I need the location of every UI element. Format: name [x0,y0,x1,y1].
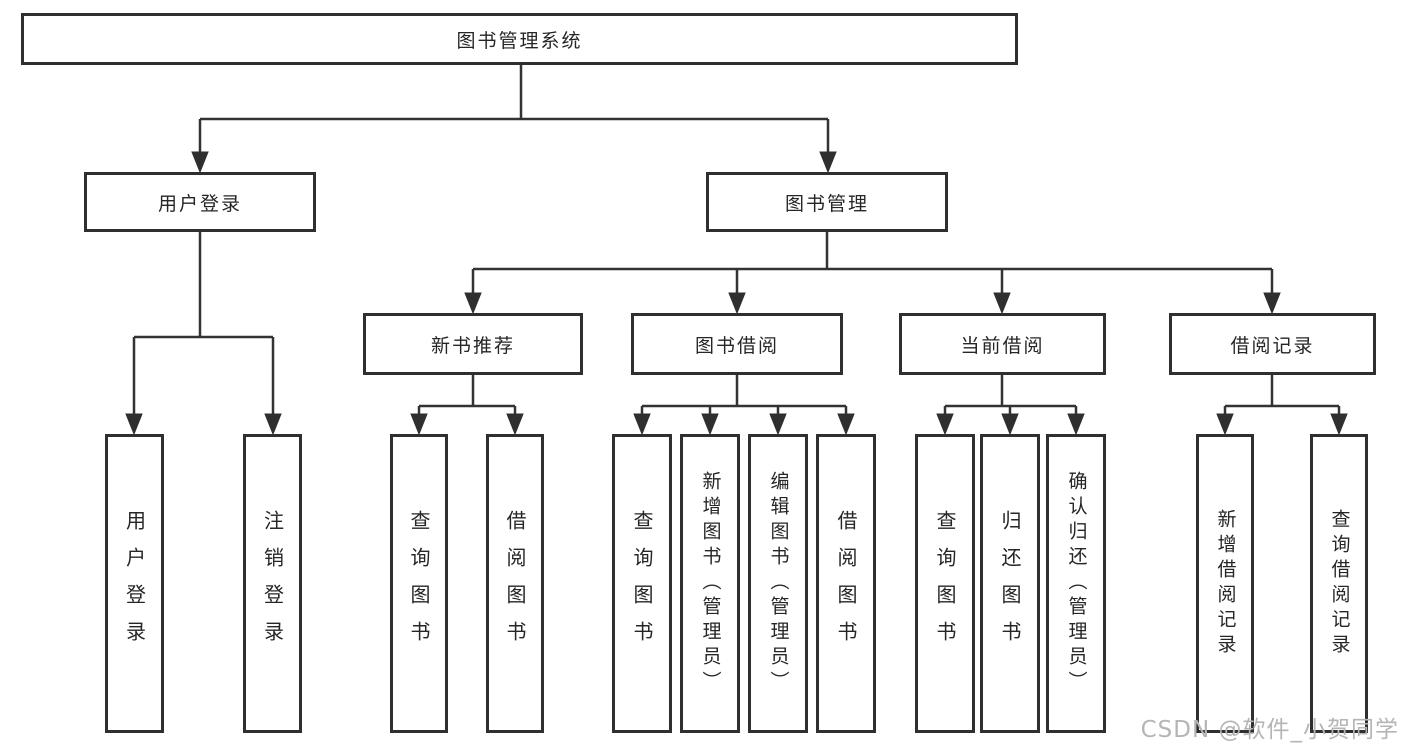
node-leaf-user-login: 用户登录 [105,434,164,733]
node-label: 查询图书 [933,509,957,658]
node-leaf-query-books-1: 查询图书 [390,434,448,733]
node-label: 图书管理 [784,192,869,215]
node-leaf-query-borrow-record: 查询借阅记录 [1310,434,1368,733]
node-leaf-query-books-3: 查询图书 [915,434,975,733]
watermark-text: CSDN @软件_小贺同学 [1140,717,1399,743]
node-book-management: 图书管理 [706,172,948,232]
node-book-borrow: 图书借阅 [631,313,843,375]
node-label: 新书推荐 [430,334,515,357]
node-borrow-records: 借阅记录 [1169,313,1376,375]
node-label: 用户登录 [157,192,242,215]
node-current-borrow: 当前借阅 [899,313,1106,375]
node-label: 归还图书 [998,509,1022,658]
node-leaf-add-books-admin: 新增图书（管理员） [680,434,740,733]
node-label: 确认归还（管理员） [1065,471,1088,696]
node-label: 借阅图书 [834,509,858,658]
node-label: 编辑图书（管理员） [767,471,790,696]
node-label: 查询图书 [630,509,654,658]
node-label: 借阅记录 [1230,334,1315,357]
node-library-system-root: 图书管理系统 [21,13,1018,65]
node-user-login: 用户登录 [84,172,316,232]
node-label: 图书借阅 [694,334,779,357]
node-label: 用户登录 [122,509,147,658]
node-leaf-confirm-return-admin: 确认归还（管理员） [1046,434,1106,733]
node-label: 新增图书（管理员） [699,471,722,696]
node-label: 查询借阅记录 [1328,508,1351,659]
node-leaf-logout: 注销登录 [243,434,302,733]
node-label: 图书管理系统 [456,29,583,52]
node-leaf-borrow-books-1: 借阅图书 [486,434,544,733]
node-label: 注销登录 [260,509,285,658]
node-leaf-query-books-2: 查询图书 [612,434,672,733]
node-leaf-return-books: 归还图书 [980,434,1040,733]
node-label: 借阅图书 [503,509,527,658]
node-label: 当前借阅 [960,334,1045,357]
node-leaf-add-borrow-record: 新增借阅记录 [1196,434,1254,733]
node-label: 新增借阅记录 [1214,508,1237,659]
node-new-book-recommend: 新书推荐 [363,313,583,375]
node-leaf-edit-books-admin: 编辑图书（管理员） [748,434,808,733]
node-label: 查询图书 [407,509,431,658]
node-leaf-borrow-books-2: 借阅图书 [816,434,876,733]
